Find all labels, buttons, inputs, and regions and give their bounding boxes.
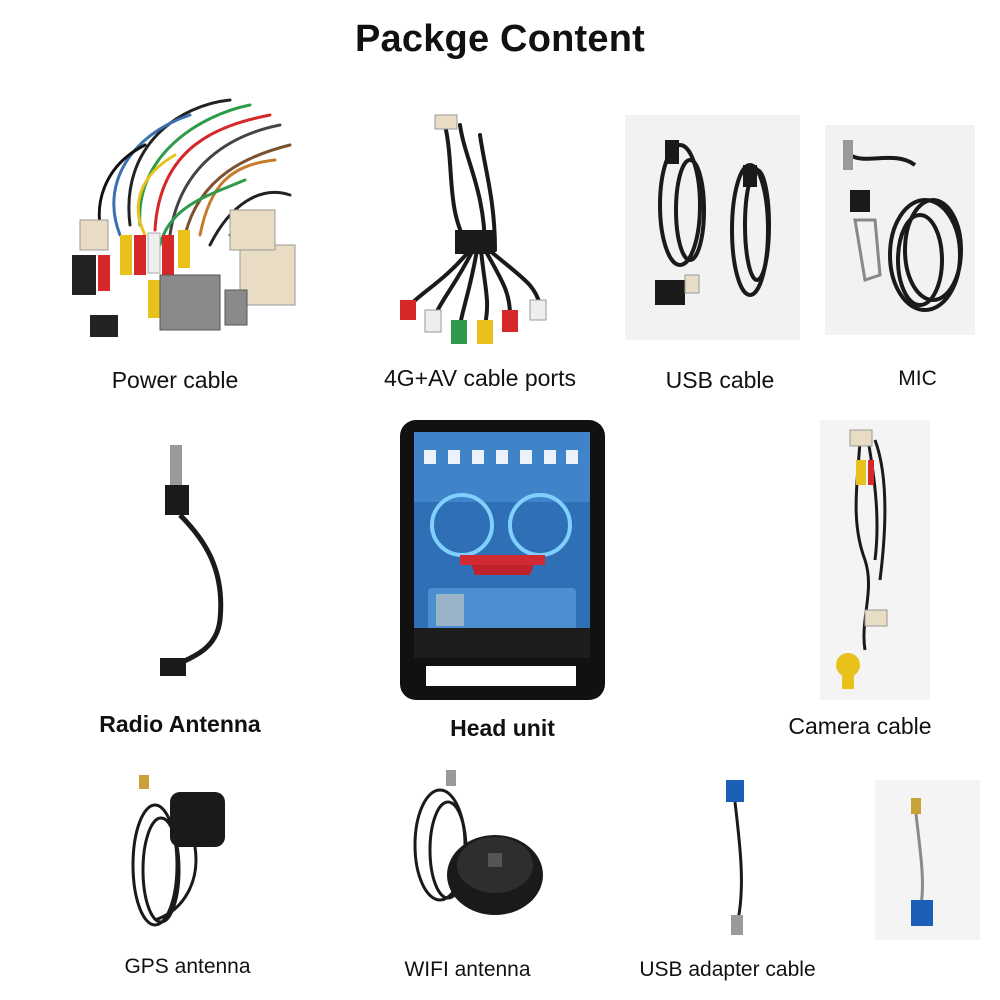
mic-image bbox=[825, 125, 975, 335]
radio-antenna-image bbox=[145, 440, 255, 680]
wifi-antenna-image bbox=[400, 765, 550, 935]
head-unit-caption: Head unit bbox=[450, 715, 555, 741]
camera-cable-image bbox=[820, 420, 930, 700]
usb-adapter-cable-caption: USB adapter cable bbox=[639, 958, 816, 981]
gps-antenna-caption: GPS antenna bbox=[124, 955, 251, 978]
av-cable-caption: 4G+AV cable ports bbox=[384, 365, 576, 391]
radio-antenna-caption: Radio Antenna bbox=[99, 711, 261, 737]
camera-cable-caption: Camera cable bbox=[788, 713, 932, 739]
wifi-antenna-caption: WIFI antenna bbox=[404, 958, 531, 981]
gps-antenna-image bbox=[125, 770, 245, 935]
head-unit-image bbox=[400, 420, 605, 700]
page-title: Packge Content bbox=[355, 18, 645, 60]
usb-cable-caption: USB cable bbox=[665, 367, 775, 393]
power-cable-caption: Power cable bbox=[111, 367, 239, 393]
fakra-adapter-image bbox=[875, 780, 980, 940]
av-cable-image bbox=[385, 110, 555, 350]
usb-adapter-cable-image bbox=[700, 775, 775, 940]
power-cable-image bbox=[60, 85, 320, 350]
mic-caption: MIC bbox=[898, 367, 937, 390]
usb-cable-image bbox=[625, 115, 800, 340]
